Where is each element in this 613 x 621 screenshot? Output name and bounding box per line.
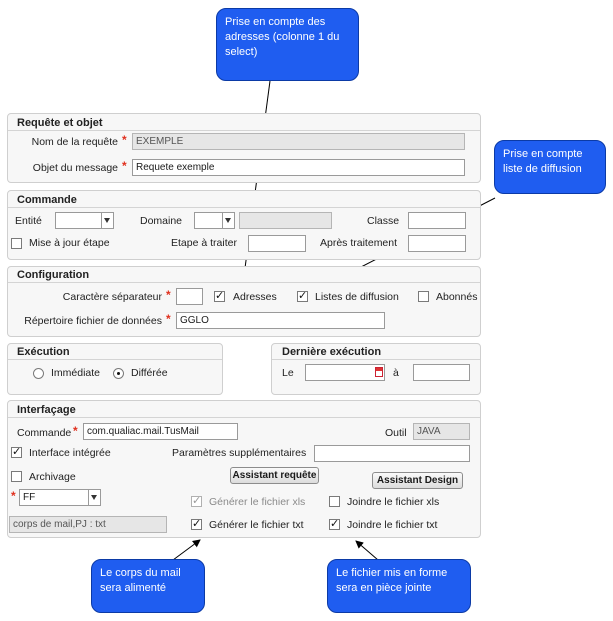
time-field[interactable] xyxy=(413,364,470,381)
corps-de-mail-field[interactable]: corps de mail,PJ : txt xyxy=(9,516,167,533)
joindre-txt-label: Joindre le fichier txt xyxy=(347,519,438,531)
divider xyxy=(272,359,480,360)
subject-label: Objet du message xyxy=(32,162,118,174)
repertoire-field[interactable]: GGLO xyxy=(176,312,385,329)
generer-xls-checkbox[interactable]: ✓ xyxy=(191,495,202,507)
divider xyxy=(8,130,480,131)
callout-body: Le corps du mail sera alimenté xyxy=(91,559,205,613)
required-marker: * xyxy=(166,288,171,302)
differee-label: Différée xyxy=(131,367,168,379)
commande-label: Commande xyxy=(17,427,72,439)
mise-a-jour-label: Mise à jour étape xyxy=(29,237,110,249)
required-marker: * xyxy=(11,489,16,503)
format-select-value: FF xyxy=(23,492,36,503)
format-select[interactable]: FF xyxy=(19,489,101,506)
panel-title-requete: Requête et objet xyxy=(17,117,103,129)
outil-label: Outil xyxy=(385,427,407,439)
divider xyxy=(8,282,480,283)
panel-title-configuration: Configuration xyxy=(17,269,90,281)
apres-label: Après traitement xyxy=(320,237,398,249)
required-marker: * xyxy=(122,159,127,173)
subject-field[interactable]: Requete exemple xyxy=(132,159,465,176)
adresses-label: Adresses xyxy=(233,291,277,303)
immediate-radio[interactable] xyxy=(33,368,44,379)
joindre-xls-label: Joindre le fichier xls xyxy=(347,496,440,508)
domaine-description-field[interactable] xyxy=(239,212,332,229)
separator-label: Caractère séparateur xyxy=(62,291,162,303)
calendar-icon[interactable] xyxy=(375,367,383,377)
generer-xls-label: Générer le fichier xls xyxy=(209,496,306,508)
differee-radio[interactable] xyxy=(113,368,124,379)
params-label: Paramètres supplémentaires xyxy=(172,447,307,459)
required-marker: * xyxy=(122,133,127,147)
archivage-label: Archivage xyxy=(29,471,76,483)
params-field[interactable] xyxy=(314,445,470,462)
apres-field[interactable] xyxy=(408,235,466,252)
chevron-down-icon xyxy=(88,490,100,505)
commande-field[interactable]: com.qualiac.mail.TusMail xyxy=(83,423,238,440)
entite-label: Entité xyxy=(15,215,42,227)
generer-txt-label: Générer le fichier txt xyxy=(209,519,304,531)
chevron-down-icon xyxy=(101,213,113,228)
classe-field[interactable] xyxy=(408,212,466,229)
classe-label: Classe xyxy=(367,215,400,227)
assistant-design-button[interactable]: Assistant Design xyxy=(372,472,463,489)
entite-select[interactable] xyxy=(55,212,114,229)
assistant-requete-button[interactable]: Assistant requête xyxy=(230,467,319,484)
panel-title-derniere: Dernière exécution xyxy=(282,346,382,358)
le-label: Le xyxy=(282,367,294,379)
domaine-label: Domaine xyxy=(140,215,183,227)
callout-attachment: Le fichier mis en forme sera en pièce jo… xyxy=(327,559,471,613)
panel-title-execution: Exécution xyxy=(17,346,70,358)
domaine-select[interactable] xyxy=(194,212,235,229)
adresses-checkbox[interactable]: ✓ xyxy=(214,290,225,302)
arrow-attachment xyxy=(355,540,379,561)
abonnes-label: Abonnés xyxy=(436,291,478,303)
required-marker: * xyxy=(166,312,171,326)
divider xyxy=(8,359,222,360)
a-label: à xyxy=(393,367,399,379)
divider xyxy=(8,207,480,208)
divider xyxy=(8,417,480,418)
generer-txt-checkbox[interactable]: ✓ xyxy=(191,518,202,530)
joindre-txt-checkbox[interactable]: ✓ xyxy=(329,518,340,530)
callout-diffusion: Prise en compte liste de diffusion xyxy=(494,140,606,194)
outil-field[interactable]: JAVA xyxy=(413,423,470,440)
abonnes-checkbox[interactable] xyxy=(418,291,429,302)
joindre-xls-checkbox[interactable] xyxy=(329,496,340,507)
separator-field[interactable] xyxy=(176,288,203,305)
listes-diffusion-checkbox[interactable]: ✓ xyxy=(297,290,308,302)
interface-integree-checkbox[interactable]: ✓ xyxy=(11,446,22,458)
date-field[interactable] xyxy=(305,364,385,381)
request-name-field[interactable]: EXEMPLE xyxy=(132,133,465,150)
callout-addresses: Prise en compte des adresses (colonne 1 … xyxy=(216,8,359,81)
chevron-down-icon xyxy=(222,213,234,228)
mise-a-jour-checkbox[interactable] xyxy=(11,238,22,249)
etape-field[interactable] xyxy=(248,235,306,252)
required-marker: * xyxy=(73,424,78,438)
interface-integree-label: Interface intégrée xyxy=(29,447,111,459)
panel-title-interfacage: Interfaçage xyxy=(17,404,76,416)
listes-diffusion-label: Listes de diffusion xyxy=(315,291,399,303)
etape-label: Etape à traiter xyxy=(171,237,237,249)
immediate-label: Immédiate xyxy=(51,367,101,379)
panel-title-commande: Commande xyxy=(17,194,77,206)
archivage-checkbox[interactable] xyxy=(11,471,22,482)
repertoire-label: Répertoire fichier de données xyxy=(24,315,162,327)
arrow-body xyxy=(172,539,201,561)
request-name-label: Nom de la requête xyxy=(31,136,118,148)
